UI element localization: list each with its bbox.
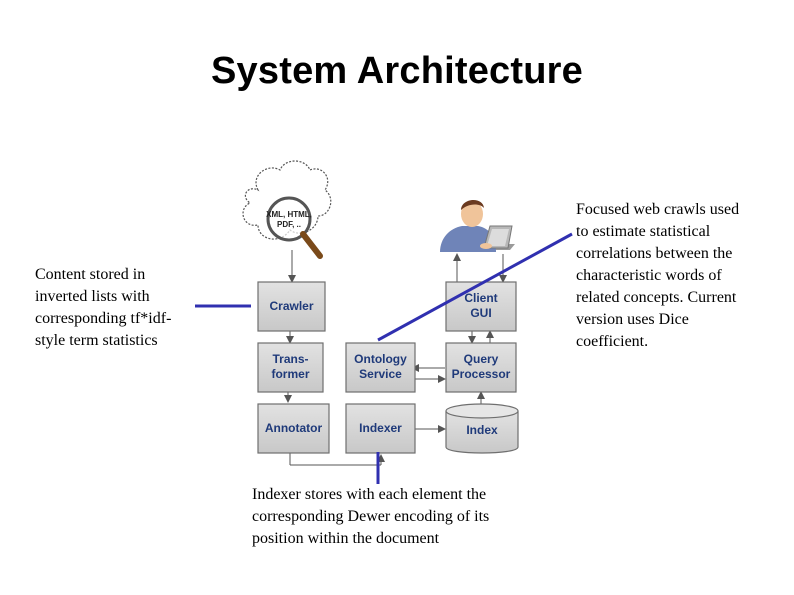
note-focused-crawls: Focused web crawls used to estimate stat… [576, 201, 740, 350]
box-ontology-service: Ontology Service [345, 342, 416, 393]
box-query-processor-label-1: Query [464, 352, 499, 366]
box-query-processor: Query Processor [445, 342, 517, 393]
index-database-icon: Index [445, 403, 519, 454]
slide-title: System Architecture [211, 50, 583, 92]
box-client-gui-label-1: Client [464, 291, 497, 305]
box-transformer-label-2: former [271, 367, 309, 381]
index-label: Index [466, 423, 498, 437]
box-annotator: Annotator [257, 403, 330, 454]
box-annotator-label: Annotator [265, 421, 323, 435]
box-ontology-service-label-2: Service [359, 367, 402, 381]
box-ontology-service-label-1: Ontology [354, 352, 407, 366]
callout-lines [195, 232, 573, 484]
box-transformer: Trans- former [257, 342, 324, 393]
user-computer-icon [440, 199, 515, 252]
box-client-gui: Client GUI [445, 281, 517, 332]
box-query-processor-label-2: Processor [452, 367, 511, 381]
cloud-label-line2: PDF, .. [277, 220, 301, 229]
cloud-label-line1: XML, HTML, [266, 210, 312, 219]
box-client-gui-label-2: GUI [470, 306, 491, 320]
box-crawler-label: Crawler [269, 299, 313, 313]
box-crawler: Crawler [257, 281, 326, 332]
web-cloud-icon: XML, HTML, PDF, .. [242, 160, 332, 259]
note-indexer-dewey: Indexer stores with each element the cor… [252, 486, 490, 547]
box-transformer-label-1: Trans- [272, 352, 308, 366]
box-indexer-label: Indexer [359, 421, 402, 435]
diagram-connections [284, 250, 507, 466]
box-indexer: Indexer [345, 403, 416, 454]
note-inverted-lists: Content stored in inverted lists with co… [35, 266, 172, 349]
